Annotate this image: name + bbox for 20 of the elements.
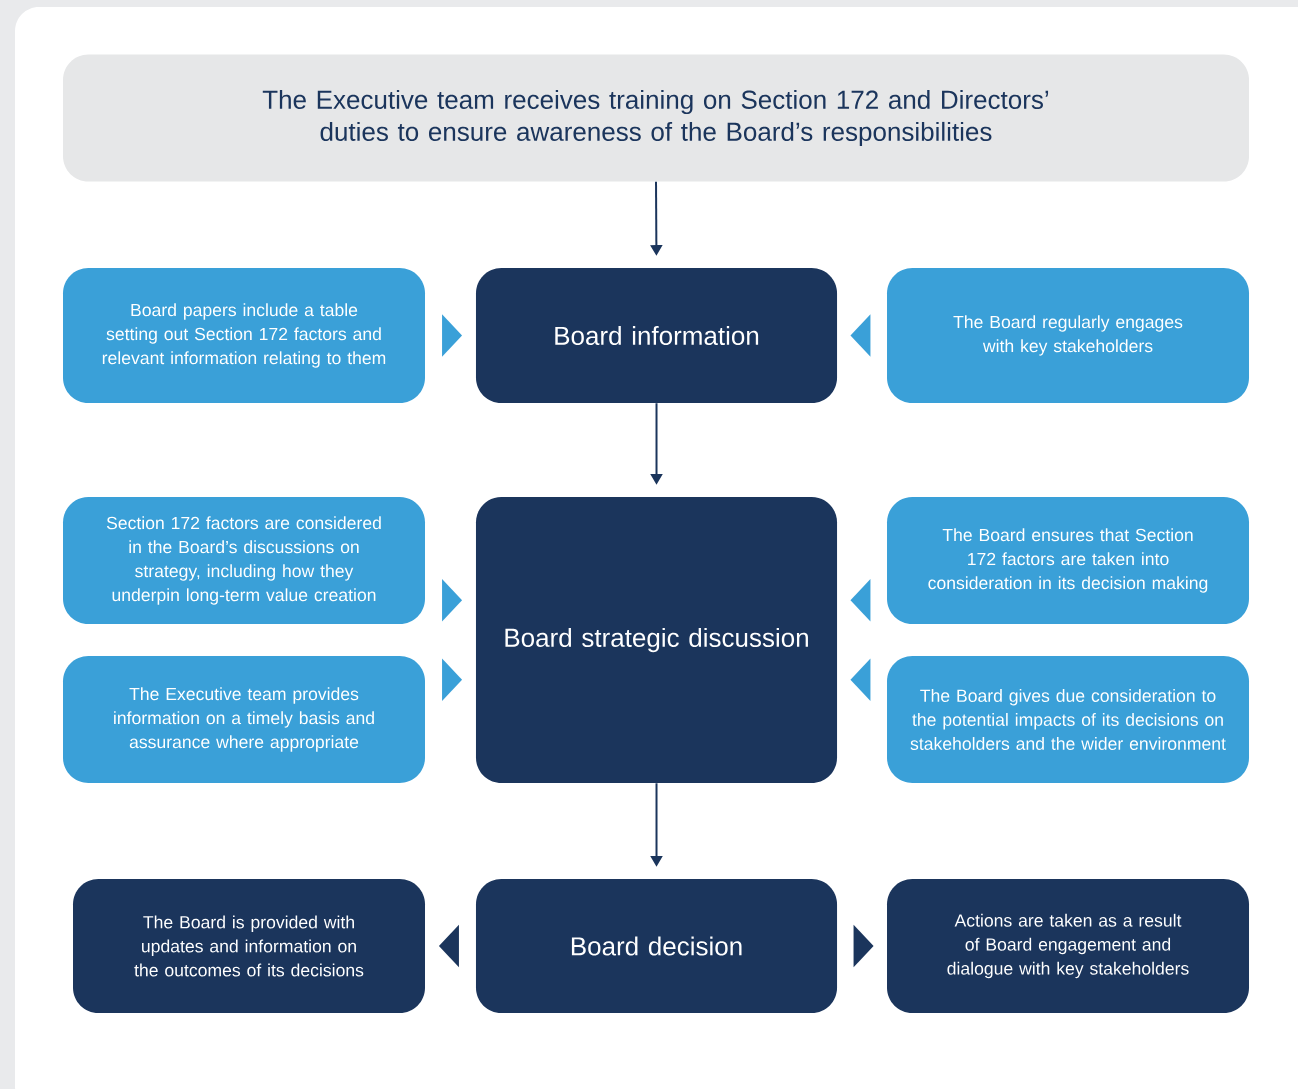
info-box: The Board gives due consideration to the potential impacts of its decisions on stakeholders and the wider environment: [887, 656, 1249, 783]
info-box: The Board ensures that Section 172 factors are taken into consideration in its decision making: [887, 497, 1249, 624]
chevron: [442, 658, 463, 702]
info-box: Section 172 factors are considered in the Board’s discussions on strategy, including how they underpin long-term value creation: [63, 497, 425, 624]
chevron: [850, 578, 871, 622]
chevron: [850, 314, 871, 357]
info-box: Board papers include a table setting out Section 172 factors and relevant information relating to them: [63, 268, 425, 403]
chevron: [438, 924, 459, 968]
chevron: [442, 314, 463, 357]
chevron: [850, 658, 871, 702]
stage-box: Board strategic discussion: [475, 497, 838, 783]
stage-box: Board information: [475, 268, 838, 403]
chevron: [442, 578, 463, 622]
chevron: [853, 924, 874, 968]
outcome-box: The Board is provided with updates and information on the outcomes of its decisions: [73, 879, 425, 1013]
stage-box: Board decision: [475, 879, 838, 1013]
outcome-box: Actions are taken as a result of Board engagement and dialogue with key stakeholders: [887, 879, 1249, 1013]
info-box: The Executive team provides information on a timely basis and assurance where appropriate: [63, 656, 425, 783]
header-box: The Executive team receives training on Section 172 and Directors’ duties to ensure awareness of the Board’s responsibilities: [63, 54, 1249, 182]
info-box: The Board regularly engages with key stakeholders: [887, 268, 1249, 403]
